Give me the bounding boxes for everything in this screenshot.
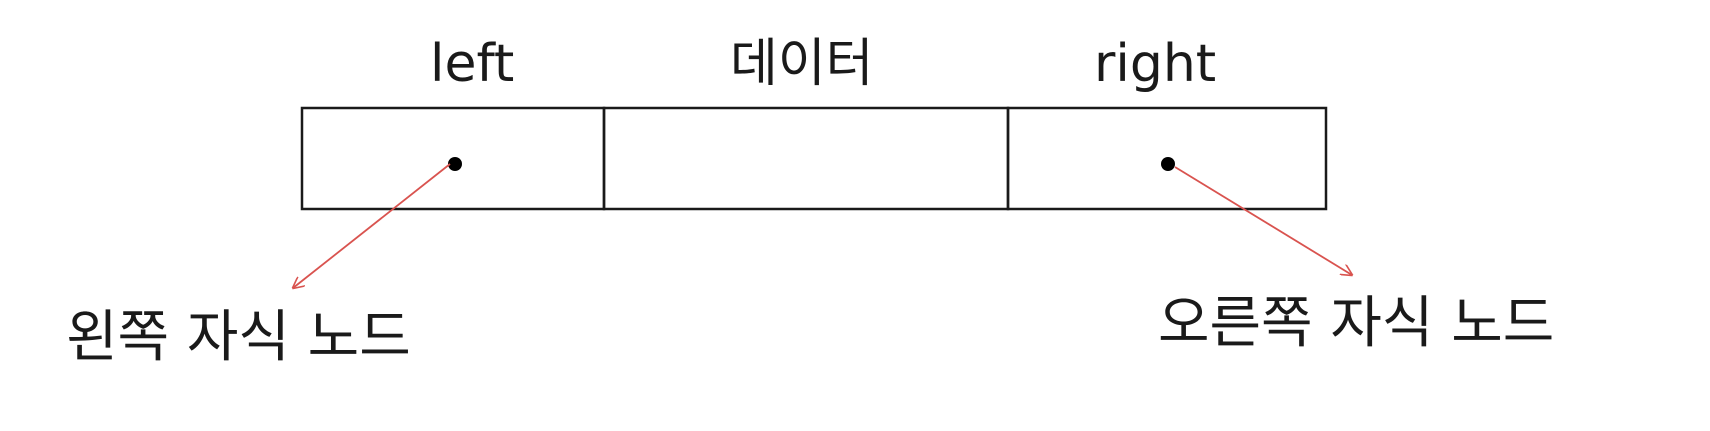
- data-field-cell: [602, 106, 1010, 211]
- right-pointer-dot: [1161, 157, 1175, 171]
- left-child-node-label: 왼쪽 자식 노드: [66, 305, 411, 370]
- left-field-label: left: [430, 34, 515, 94]
- right-child-node-label: 오른쪽 자식 노드: [1158, 291, 1555, 356]
- right-field-cell: [1006, 106, 1328, 211]
- left-pointer-dot: [448, 157, 462, 171]
- right-field-label: right: [1094, 34, 1217, 94]
- left-child-arrow: [293, 163, 451, 288]
- data-field-label: 데이터: [730, 34, 874, 94]
- right-child-arrow: [1174, 166, 1352, 275]
